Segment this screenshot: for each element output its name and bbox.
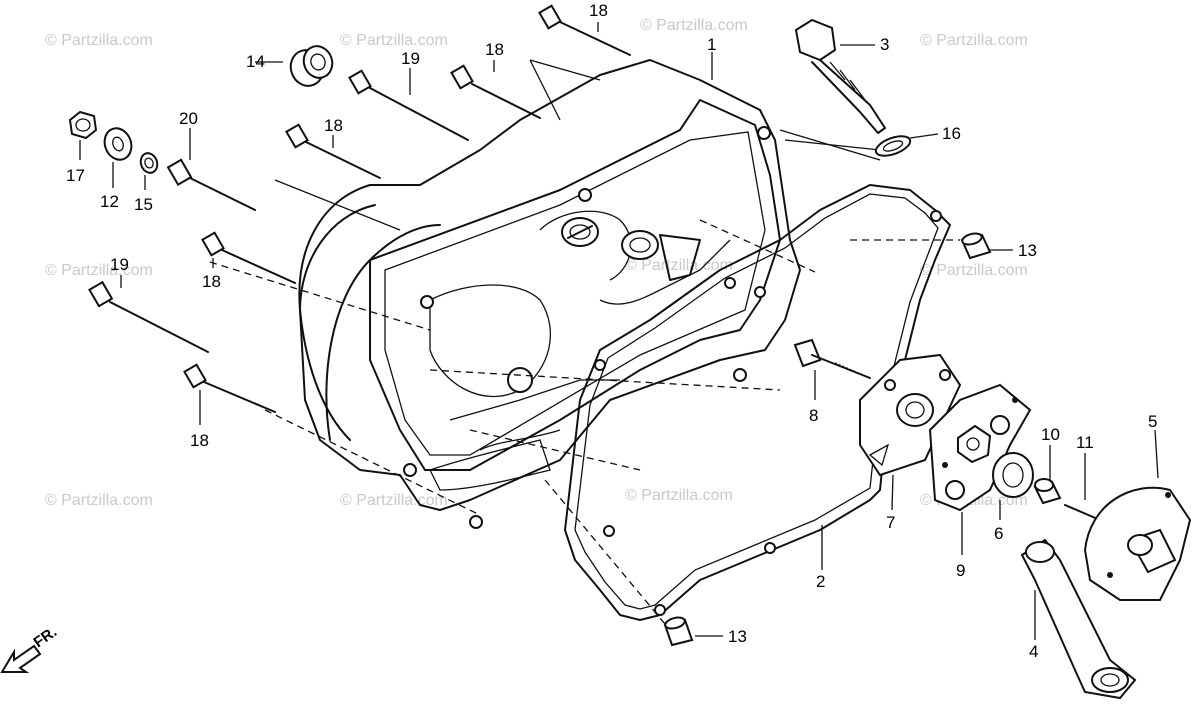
leader-lines <box>79 22 1159 640</box>
callout-5: 5 <box>1148 412 1157 431</box>
callout-18: 18 <box>589 1 608 20</box>
bolt-19-upper <box>348 69 469 141</box>
callout-18: 18 <box>190 431 209 450</box>
callout-18: 18 <box>202 272 221 291</box>
bearing-14 <box>289 45 334 87</box>
callout-11: 11 <box>1076 433 1094 452</box>
watermark: © Partzilla.com <box>45 492 153 509</box>
plate-7 <box>859 353 962 477</box>
watermark: © Partzilla.com <box>45 32 153 49</box>
callout-8: 8 <box>809 406 818 425</box>
front-direction-marker: FR. <box>0 623 60 673</box>
watermarks: © Partzilla.com © Partzilla.com © Partzi… <box>45 17 1028 509</box>
screw-11 <box>1064 504 1101 521</box>
bolt-18-top <box>538 4 631 56</box>
seal-6 <box>992 452 1034 498</box>
callout-19: 19 <box>110 255 129 274</box>
watermark: © Partzilla.com <box>625 487 733 504</box>
bolt-18-midleft <box>201 231 296 284</box>
stud-8 <box>793 338 871 379</box>
callout-19: 19 <box>401 49 420 68</box>
plate-5 <box>1083 486 1192 601</box>
cover-gasket <box>564 184 951 621</box>
callout-13: 13 <box>728 627 747 646</box>
callout-12: 12 <box>100 192 119 211</box>
bolt-18-mid <box>450 64 541 119</box>
bolt-20 <box>166 158 256 211</box>
bolts <box>88 4 631 413</box>
callout-14: 14 <box>246 52 265 71</box>
washer-12 <box>103 127 133 161</box>
callout-18: 18 <box>485 40 504 59</box>
bolt-18-left <box>285 123 381 179</box>
callout-labels: 18 1 3 14 19 18 16 20 18 17 12 15 13 19 … <box>66 1 1157 661</box>
collar-10 <box>1033 478 1062 505</box>
nut-17 <box>68 110 98 140</box>
callout-10: 10 <box>1041 425 1060 444</box>
kickstart-assembly <box>793 338 1192 700</box>
bolt-18-bottom <box>183 363 276 413</box>
callout-6: 6 <box>994 524 1003 543</box>
dipstick-3 <box>794 18 886 134</box>
callout-1: 1 <box>707 35 716 54</box>
crankcase-cover <box>298 59 801 529</box>
callout-2: 2 <box>816 572 825 591</box>
kick-arm-4 <box>1020 538 1137 700</box>
watermark: © Partzilla.com <box>920 32 1028 49</box>
bolt-19-lower <box>88 280 209 353</box>
dowel-13-upper <box>960 232 992 260</box>
callout-3: 3 <box>880 35 889 54</box>
dowel-13-lower <box>663 616 694 647</box>
front-arrow-icon <box>0 644 42 673</box>
callout-13: 13 <box>1018 241 1037 260</box>
assembly-guide-lines <box>209 59 960 631</box>
callout-18: 18 <box>324 116 343 135</box>
watermark: © Partzilla.com <box>920 262 1028 279</box>
callout-20: 20 <box>179 109 198 128</box>
callout-7: 7 <box>886 513 895 532</box>
oring-16 <box>874 135 912 157</box>
watermark: © Partzilla.com <box>625 257 733 274</box>
watermark: © Partzilla.com <box>340 492 448 509</box>
callout-16: 16 <box>942 124 961 143</box>
callout-17: 17 <box>66 166 85 185</box>
callout-9: 9 <box>956 561 965 580</box>
watermark: © Partzilla.com <box>640 17 748 34</box>
plate-9 <box>928 383 1032 512</box>
watermark: © Partzilla.com <box>340 32 448 49</box>
callout-4: 4 <box>1029 642 1038 661</box>
oring-15 <box>139 152 159 174</box>
small-hardware <box>68 18 992 647</box>
callout-15: 15 <box>134 195 153 214</box>
watermark: © Partzilla.com <box>45 262 153 279</box>
